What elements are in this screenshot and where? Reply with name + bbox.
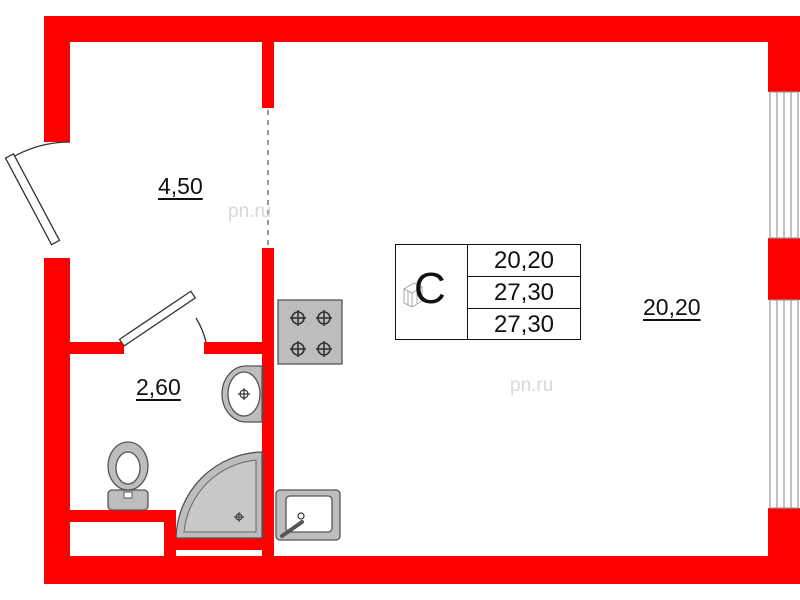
room-area-bathroom: 2,60 [136, 374, 181, 400]
window-lower [769, 299, 799, 509]
legend-value-row: 20,20 [468, 245, 580, 277]
toilet [107, 441, 149, 511]
apartment-type-letter: С [414, 264, 446, 313]
wall-right-bottom [768, 508, 800, 584]
wall-right-top [768, 16, 800, 92]
legend-value-row: 27,30 [493, 311, 555, 338]
room-area-living: 20,20 [643, 294, 701, 320]
wall-bath-top-left [70, 342, 124, 354]
window-upper [769, 91, 799, 239]
bathroom-door [118, 290, 207, 347]
apartment-legend: С 20,20 27,30 27,30 [395, 244, 581, 340]
wall-partition-top [262, 16, 274, 108]
corner-shower [175, 451, 263, 539]
legend-value-row: 27,30 [468, 277, 580, 309]
wall-left-lower [44, 258, 70, 584]
wall-bath-top-right [204, 342, 266, 354]
entrance-door [4, 141, 71, 246]
wall-partition-lower [262, 248, 274, 584]
legend-values: 20,20 27,30 27,30 [468, 245, 580, 339]
wall-right-middle [768, 238, 800, 300]
apartment-type-cell: С [396, 245, 468, 339]
washbasin [221, 365, 263, 423]
room-area-hallway: 4,50 [158, 173, 203, 199]
wall-top [44, 16, 800, 42]
wall-bath-shower-base [164, 538, 266, 550]
watermark: pn.ru [228, 201, 272, 222]
wall-left-upper [44, 16, 70, 142]
stove [277, 299, 343, 365]
walls [44, 16, 800, 584]
wall-bottom [44, 556, 800, 584]
studio-icon [402, 282, 424, 307]
watermark: pn.ru [510, 375, 554, 396]
kitchen-sink [275, 489, 341, 541]
wall-bath-ledge [70, 510, 168, 522]
